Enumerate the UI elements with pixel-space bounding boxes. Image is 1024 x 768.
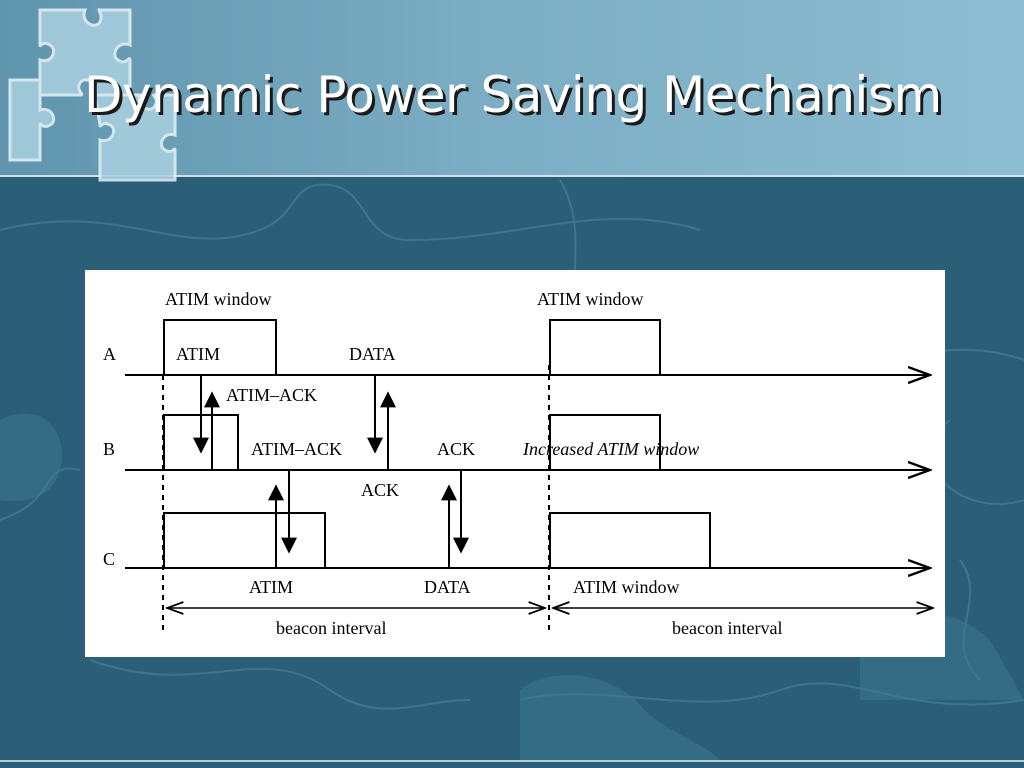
label-atim-ack-b: ATIM–ACK xyxy=(251,439,342,459)
timing-diagram: A B C xyxy=(103,289,945,638)
puzzle-pieces-icon xyxy=(8,8,177,182)
label-atim-window-c: ATIM window xyxy=(573,577,680,597)
label-increased-atim-window: Increased ATIM window xyxy=(522,439,699,459)
atim-window-a-2 xyxy=(549,319,661,375)
label-atim-a: ATIM xyxy=(176,344,220,364)
station-a-label: A xyxy=(103,344,116,364)
atim-window-c-1 xyxy=(163,512,326,568)
label-atim-ack-upper: ATIM–ACK xyxy=(226,385,317,405)
title-divider xyxy=(0,175,1024,177)
label-atim-window-1: ATIM window xyxy=(165,289,272,309)
atim-window-c-2 xyxy=(549,512,711,568)
label-beacon-interval-2: beacon interval xyxy=(672,618,782,638)
diagram-panel: A B C xyxy=(85,270,945,657)
atim-window-b-2 xyxy=(549,414,661,470)
slide-title: Dynamic Power Saving Mechanism xyxy=(84,66,942,124)
label-beacon-interval-1: beacon interval xyxy=(276,618,386,638)
label-ack-under-b: ACK xyxy=(361,480,399,500)
atim-window-a-1 xyxy=(163,319,277,375)
label-data-a: DATA xyxy=(349,344,396,364)
label-atim-c: ATIM xyxy=(249,577,293,597)
station-c-label: C xyxy=(103,549,115,569)
label-data-c: DATA xyxy=(424,577,471,597)
bottom-divider xyxy=(0,760,1024,762)
station-b-label: B xyxy=(103,439,115,459)
label-ack-b: ACK xyxy=(437,439,475,459)
title-band xyxy=(0,0,1024,177)
label-atim-window-2: ATIM window xyxy=(537,289,644,309)
